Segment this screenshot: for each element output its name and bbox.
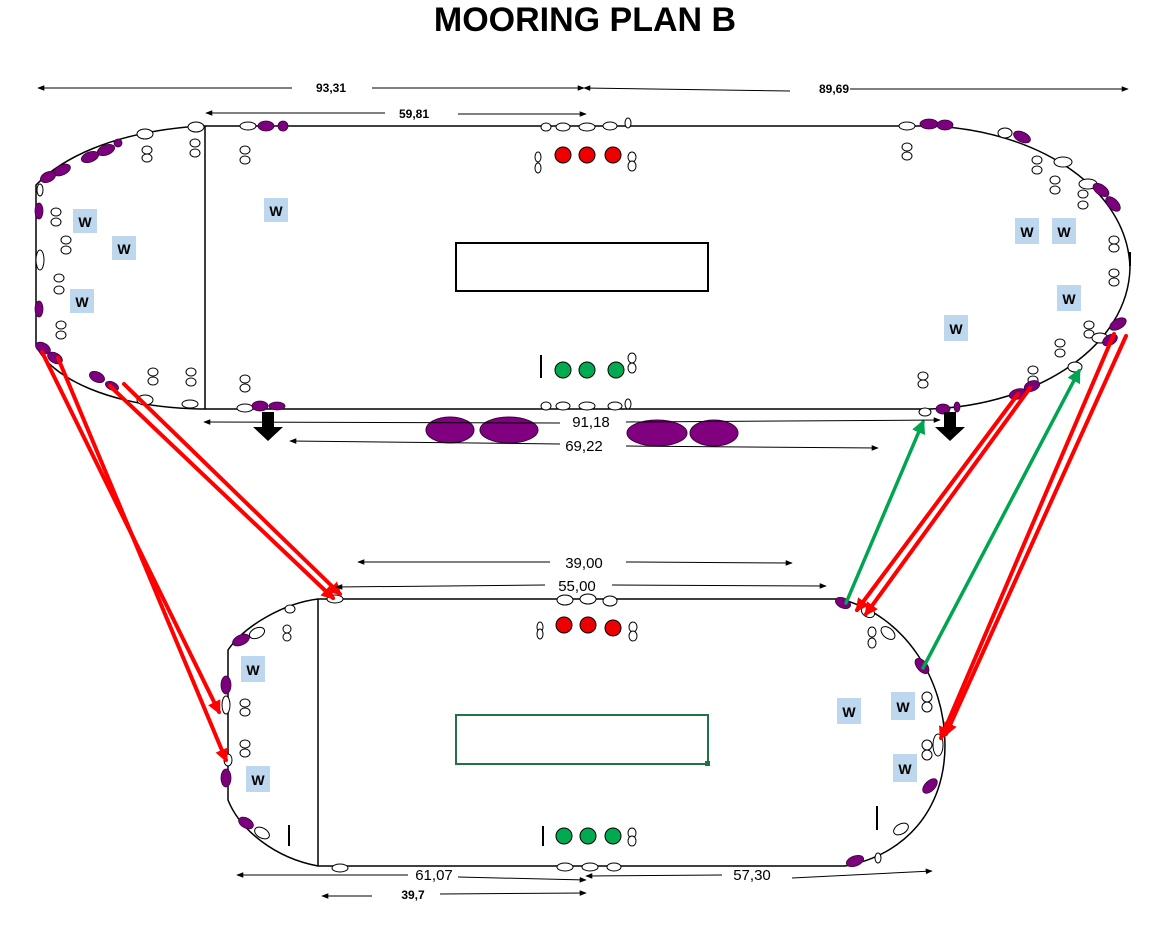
lower-vessel: [220, 593, 946, 873]
dim-label: 39,00: [565, 555, 603, 572]
lower-bollards: [239, 621, 933, 847]
winch-box: W: [1015, 218, 1039, 244]
winch-box: W: [891, 692, 915, 720]
svg-text:W: W: [117, 241, 131, 257]
winch-box: W: [1057, 285, 1081, 311]
winch-box: W: [944, 315, 968, 341]
svg-text:W: W: [251, 772, 265, 788]
dim-label: 59,81: [399, 107, 429, 121]
upper-tug-fenders: [425, 416, 739, 447]
mooring-line: [921, 368, 1081, 670]
mooring-line: [939, 332, 1116, 741]
mooring-lines-red: [40, 332, 1128, 763]
lower-winches: W W W W W: [241, 656, 917, 792]
dim-label: 69,22: [565, 438, 603, 455]
winch-box: W: [70, 289, 94, 313]
svg-text:W: W: [898, 761, 912, 777]
dim-label: 91,18: [572, 414, 610, 431]
winch-box: W: [112, 236, 136, 260]
upper-winches: W W W W W W W W: [70, 198, 1081, 341]
lower-fenders: [220, 596, 938, 868]
page-title: MOORING PLAN B: [433, 1, 737, 39]
dim-label: 61,07: [415, 867, 453, 884]
mooring-line: [855, 392, 1020, 613]
mooring-line: [108, 384, 335, 600]
lower-red-lights: [555, 616, 622, 637]
dimension-lines: [37, 85, 1129, 899]
upper-fairleads: [35, 117, 1109, 417]
dim-label: 57,30: [733, 867, 771, 884]
winch-box: W: [893, 754, 917, 782]
svg-text:W: W: [1062, 291, 1076, 307]
svg-text:W: W: [896, 699, 910, 715]
svg-text:W: W: [842, 704, 856, 720]
winch-box: W: [241, 656, 265, 682]
upper-green-lights: [554, 361, 625, 379]
svg-text:W: W: [75, 294, 89, 310]
svg-text:W: W: [269, 203, 283, 219]
upper-bollards: [50, 138, 1120, 393]
dimension-labels: 93,31 89,69 59,81 91,18 69,22 39,00 55,0…: [316, 81, 849, 902]
arrow-down-icon: [253, 412, 283, 441]
dim-label: 93,31: [316, 81, 346, 95]
lower-deckhouse: [455, 714, 709, 765]
svg-text:W: W: [1057, 224, 1071, 240]
svg-text:W: W: [78, 214, 92, 230]
svg-text:W: W: [246, 662, 260, 678]
lower-green-lights: [555, 827, 622, 845]
upper-vessel: [34, 117, 1131, 447]
upper-red-lights: [554, 146, 622, 164]
mooring-line: [844, 419, 926, 605]
winch-box: W: [837, 698, 861, 724]
lower-hull-outline: [227, 598, 946, 867]
arrow-down-icon: [935, 412, 965, 441]
svg-text:W: W: [1020, 224, 1034, 240]
dim-label: 89,69: [819, 82, 849, 96]
winch-box: W: [73, 209, 97, 233]
winch-box: W: [264, 198, 288, 222]
winch-box: W: [1052, 218, 1076, 244]
winch-box: W: [246, 766, 270, 792]
mooring-lines-green: [844, 368, 1081, 670]
dim-label: 39,7: [401, 888, 425, 902]
mooring-line: [864, 386, 1032, 617]
svg-text:W: W: [949, 321, 963, 337]
lower-deckhouse-handle: [705, 761, 710, 766]
dim-label: 55,00: [558, 578, 596, 595]
mooring-line: [122, 382, 342, 596]
upper-fenders: [34, 118, 1127, 415]
mooring-line: [944, 334, 1128, 737]
upper-deckhouse: [455, 242, 709, 292]
mooring-line: [56, 356, 229, 763]
